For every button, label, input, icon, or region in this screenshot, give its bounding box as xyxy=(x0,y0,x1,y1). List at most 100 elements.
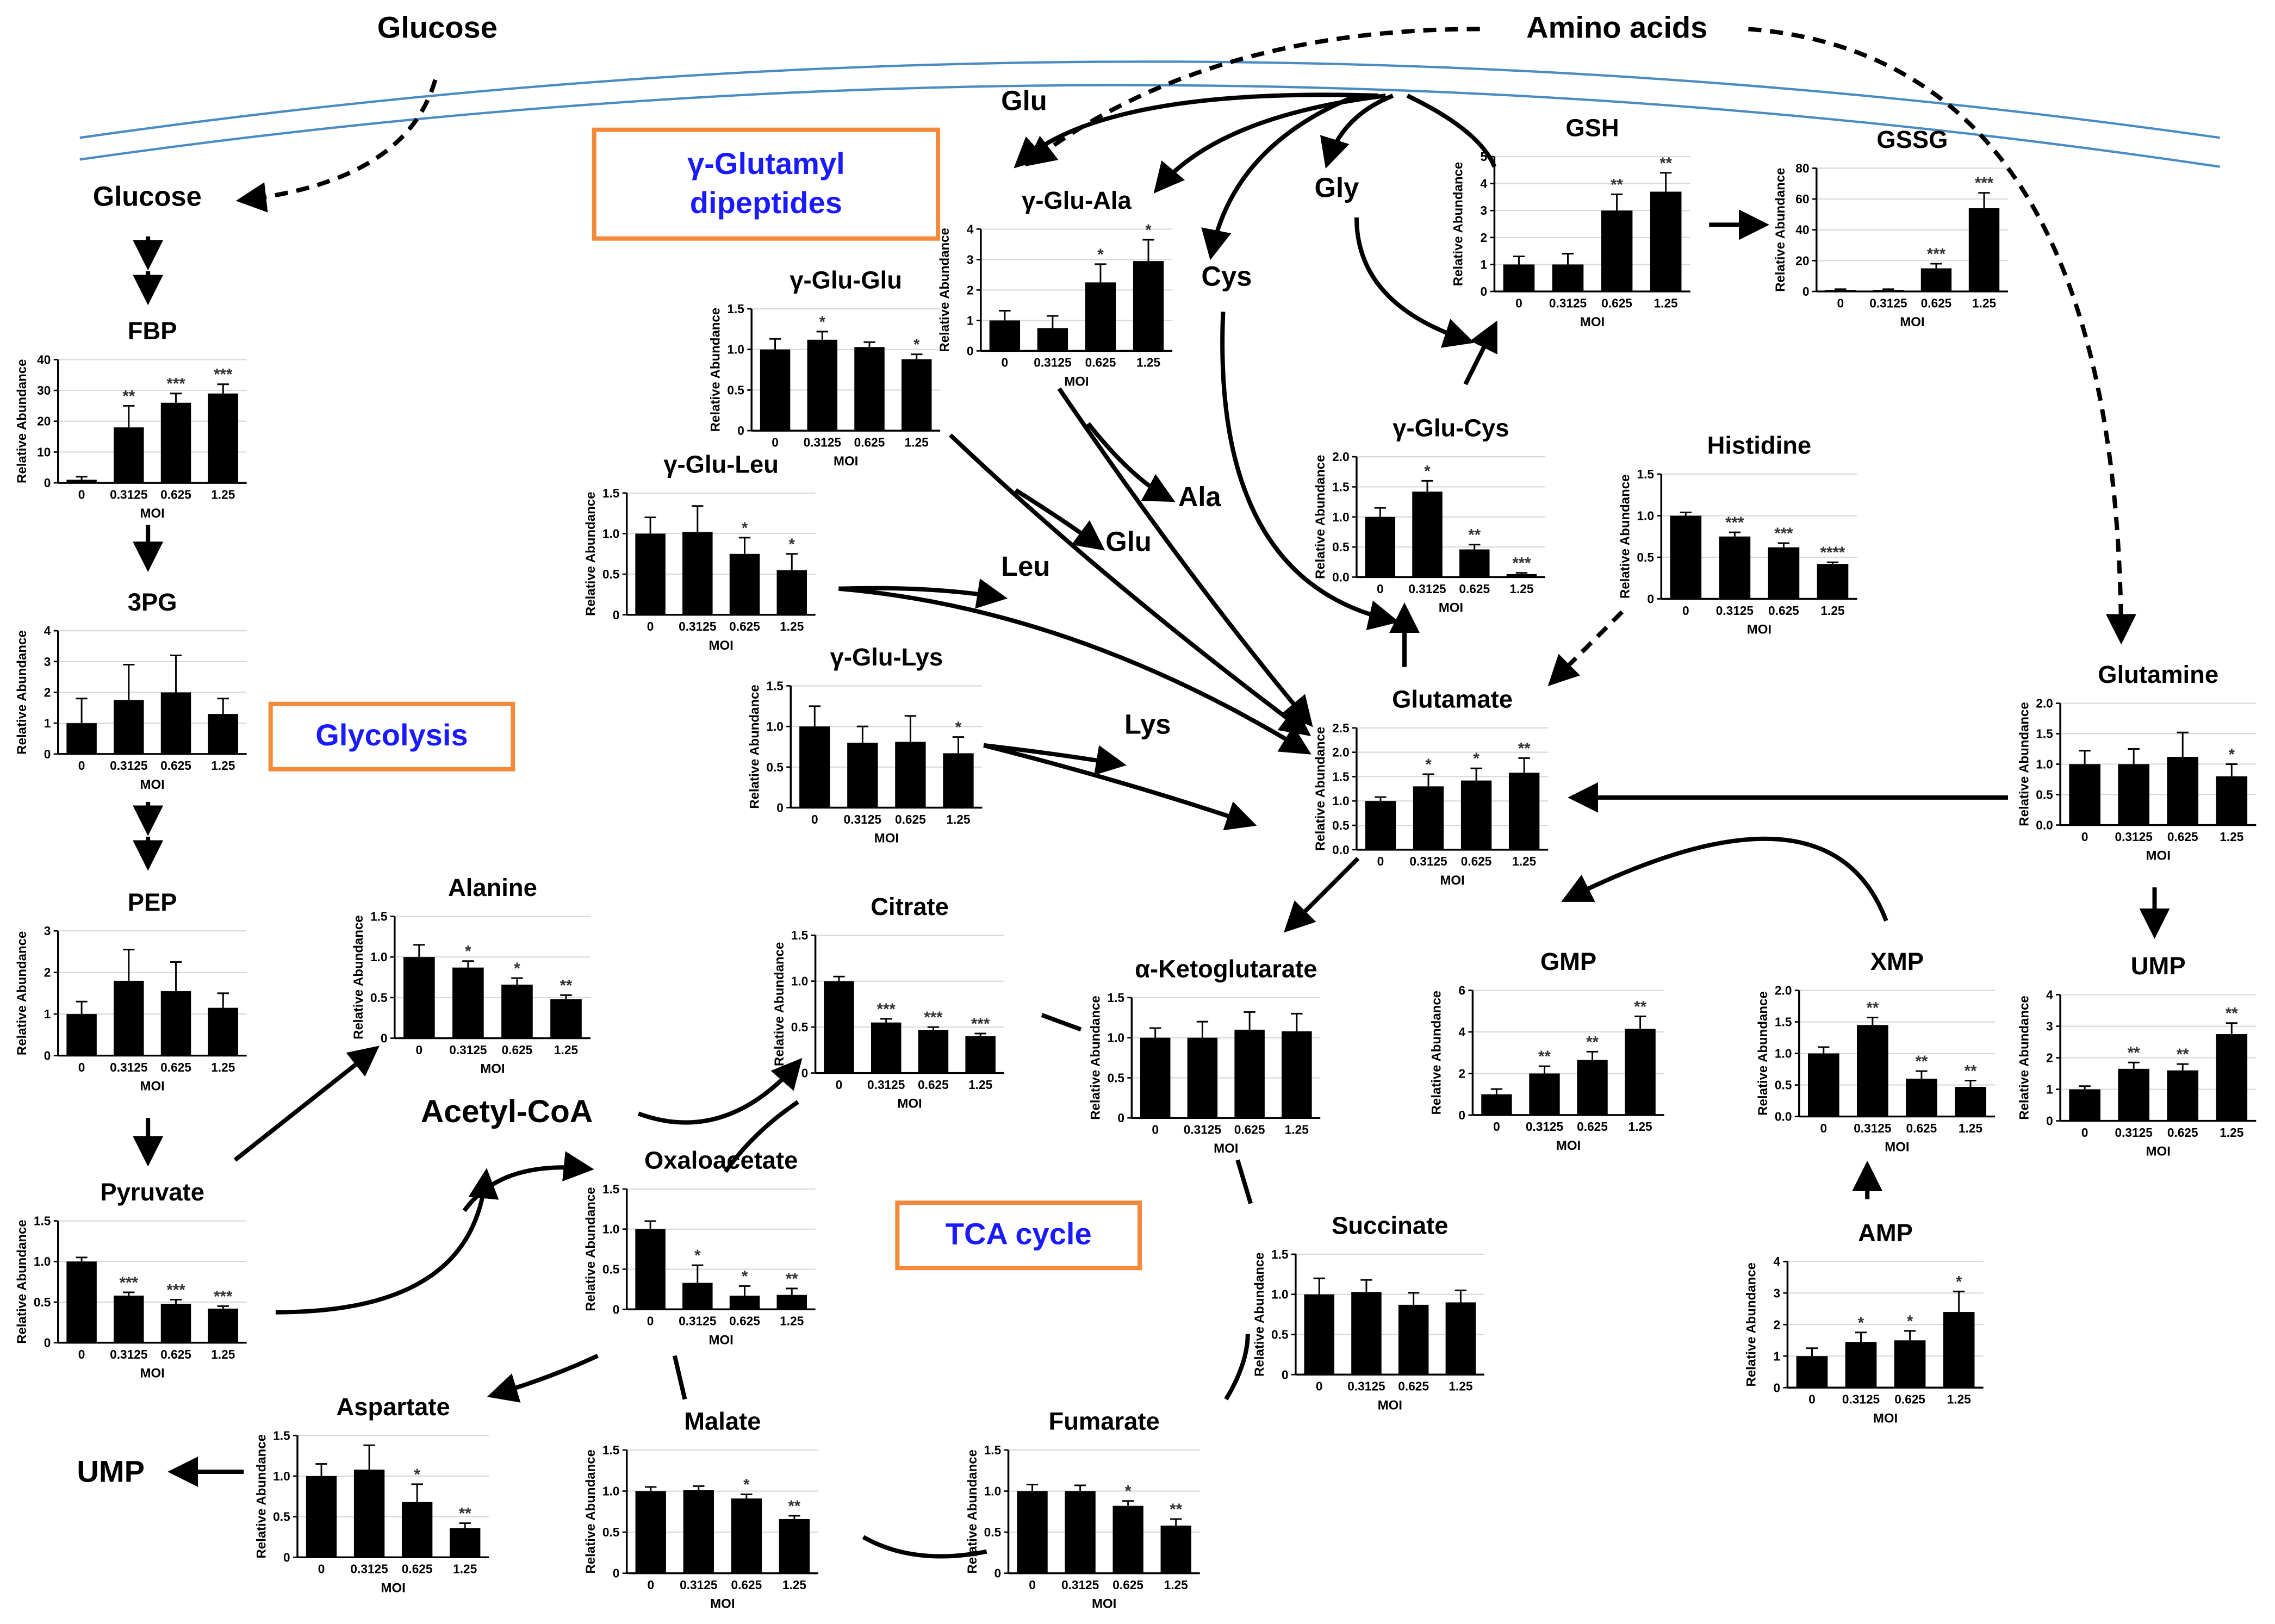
label-glu-import: Glu xyxy=(1001,87,1047,118)
bar xyxy=(760,349,791,431)
x-tick-label: 0.3125 xyxy=(1347,1379,1385,1393)
y-tick-label: 4 xyxy=(1458,1025,1465,1039)
significance-label: ** xyxy=(560,976,573,994)
x-tick-label: 0 xyxy=(1515,296,1522,310)
y-tick-label: 0.5 xyxy=(1775,1078,1792,1092)
x-tick-label: 1.25 xyxy=(1164,1578,1188,1592)
bar xyxy=(66,723,97,754)
y-tick-label: 0 xyxy=(967,344,974,358)
y-tick-label: 1.5 xyxy=(984,1443,1002,1457)
significance-label: * xyxy=(742,1267,748,1285)
chart-title: γ-Glu-Ala xyxy=(1022,186,1132,214)
y-tick-label: 0.5 xyxy=(1332,818,1350,832)
arrow-gly-gsh xyxy=(1354,217,1475,348)
significance-label: *** xyxy=(166,1281,185,1299)
x-tick-label: 0.625 xyxy=(1234,1123,1265,1137)
chart-title: Fumarate xyxy=(1049,1408,1160,1435)
bar xyxy=(2069,764,2100,825)
x-axis-label: MOI xyxy=(2146,1144,2171,1159)
y-tick-label: 1.5 xyxy=(602,1443,620,1457)
x-tick-label: 0 xyxy=(318,1562,325,1576)
bar xyxy=(114,700,144,754)
x-axis-label: MOI xyxy=(1580,315,1605,329)
y-tick-label: 2 xyxy=(1773,1317,1780,1331)
x-axis-label: MOI xyxy=(1439,600,1463,615)
y-tick-label: 1.0 xyxy=(1637,509,1654,523)
x-axis-label: MOI xyxy=(1900,315,1924,329)
y-tick-label: 0.5 xyxy=(602,567,620,581)
y-tick-label: 0.5 xyxy=(1271,1327,1289,1341)
y-tick-label: 2 xyxy=(2046,1051,2053,1065)
x-tick-label: 0.625 xyxy=(1768,603,1799,618)
arrow-gluleu-leu xyxy=(838,578,1008,609)
bar xyxy=(729,1296,760,1310)
arrow-cys-glutamate xyxy=(1220,312,1400,631)
bar xyxy=(1398,1304,1429,1375)
x-tick-label: 0.3125 xyxy=(680,1578,717,1592)
arrow-amino-glu xyxy=(1014,92,1379,169)
x-tick-label: 0.625 xyxy=(2167,830,2198,844)
significance-label: * xyxy=(955,719,962,737)
y-tick-label: 2.0 xyxy=(1775,984,1792,998)
chart-title: Malate xyxy=(684,1408,761,1435)
bar xyxy=(1459,549,1490,577)
y-axis-label: Relative Abundance xyxy=(254,1434,269,1558)
significance-label: * xyxy=(414,1466,420,1484)
significance-label: * xyxy=(1145,221,1152,239)
bar xyxy=(2069,1089,2100,1121)
label-leu: Leu xyxy=(1001,552,1051,583)
bar xyxy=(401,1502,433,1558)
y-tick-label: 1.0 xyxy=(602,1484,620,1498)
y-tick-label: 1 xyxy=(44,1007,51,1021)
x-tick-label: 0 xyxy=(1002,356,1009,370)
x-tick-label: 0 xyxy=(78,487,85,501)
arrow-oxaloacetate-citrate xyxy=(723,1100,799,1173)
y-tick-label: 0 xyxy=(44,1336,51,1350)
x-tick-label: 0.3125 xyxy=(1184,1123,1221,1137)
chart-title: Aspartate xyxy=(337,1393,450,1421)
x-tick-label: 1.25 xyxy=(1628,1119,1652,1134)
x-axis-label: MOI xyxy=(1064,374,1089,389)
x-tick-label: 0.625 xyxy=(1921,296,1952,310)
significance-label: * xyxy=(819,313,826,331)
bar xyxy=(66,1014,97,1056)
bar xyxy=(807,339,838,431)
y-tick-label: 0.5 xyxy=(1332,540,1350,554)
y-axis-label: Relative Abundance xyxy=(15,630,29,754)
y-tick-label: 1.0 xyxy=(1332,510,1350,524)
y-tick-label: 30 xyxy=(37,383,51,397)
x-tick-label: 0 xyxy=(647,1578,654,1592)
x-axis-label: MOI xyxy=(709,638,734,653)
x-tick-label: 1.25 xyxy=(1654,296,1678,310)
x-tick-label: 0 xyxy=(1152,1123,1159,1137)
x-tick-label: 0.625 xyxy=(1459,582,1490,596)
y-tick-label: 2 xyxy=(1480,231,1487,245)
bar xyxy=(160,1303,191,1343)
bar xyxy=(1968,208,2000,292)
x-axis-label: MOI xyxy=(140,506,165,521)
arrow-histidine-to-glutamate xyxy=(1547,610,1624,686)
chart-title: Alanine xyxy=(448,874,537,901)
x-tick-label: 1.25 xyxy=(1512,854,1536,868)
bar xyxy=(682,1283,713,1310)
x-tick-label: 1.25 xyxy=(782,1578,806,1592)
arrow-amino-to-glutamine xyxy=(1748,27,2136,645)
x-tick-label: 0 xyxy=(1377,582,1384,596)
y-tick-label: 0 xyxy=(1480,284,1487,298)
y-tick-label: 80 xyxy=(1795,161,1809,175)
chart-title: GSH xyxy=(1565,114,1619,142)
bar xyxy=(1365,517,1396,577)
x-tick-label: 1.25 xyxy=(1959,1121,1982,1135)
x-tick-label: 0 xyxy=(2081,830,2088,844)
y-tick-label: 0 xyxy=(1647,592,1654,606)
significance-label: * xyxy=(2229,745,2235,763)
bar xyxy=(1503,264,1535,292)
bar xyxy=(66,1261,97,1343)
y-tick-label: 1.0 xyxy=(984,1484,1002,1498)
y-tick-label: 1.0 xyxy=(766,719,784,733)
significance-label: * xyxy=(1097,246,1104,264)
x-tick-label: 0.625 xyxy=(160,1060,191,1074)
